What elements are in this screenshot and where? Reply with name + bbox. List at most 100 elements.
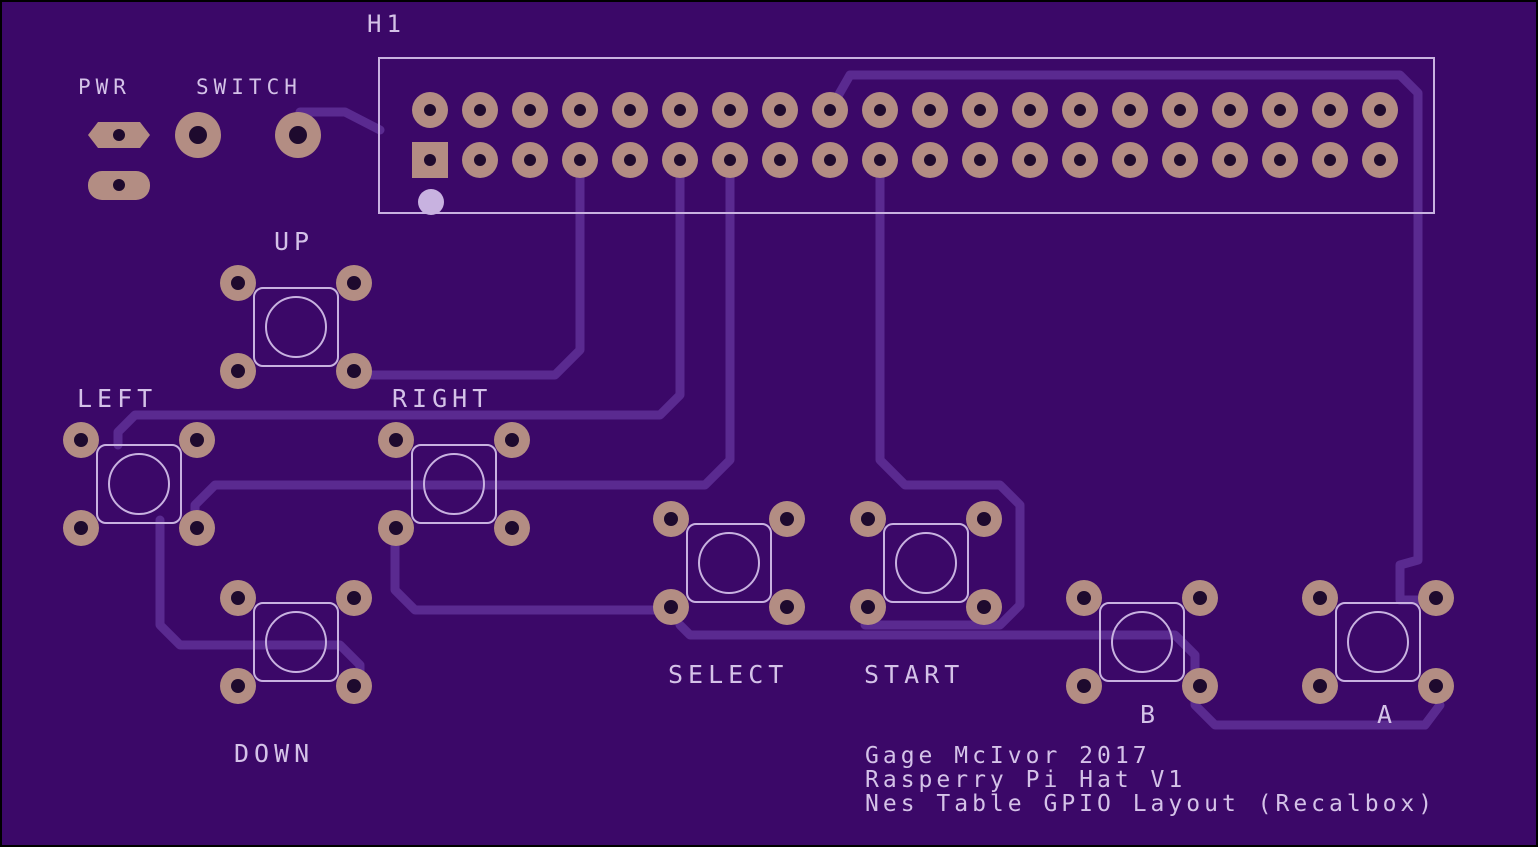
switch-drill-2 <box>289 126 307 144</box>
pwr-drill-1 <box>113 129 125 141</box>
credit-line-1: Gage McIvor 2017 <box>865 743 1151 769</box>
button-select-outline <box>686 523 772 603</box>
button-right-actuator <box>423 453 485 515</box>
button-right-drill <box>389 433 403 447</box>
trace-a <box>825 70 1440 605</box>
button-down-drill <box>231 679 245 693</box>
button-up-drill <box>347 364 361 378</box>
button-up-actuator <box>265 296 327 358</box>
button-b-drill <box>1193 679 1207 693</box>
button-select-drill <box>780 512 794 526</box>
button-down-drill <box>347 591 361 605</box>
button-up-drill <box>231 364 245 378</box>
button-select[interactable] <box>653 501 805 625</box>
button-left-drill <box>190 433 204 447</box>
button-down-outline <box>253 602 339 682</box>
button-start[interactable] <box>850 501 1002 625</box>
header-pin-drill <box>1224 154 1236 166</box>
button-down[interactable] <box>220 580 372 704</box>
label-b: B <box>1140 700 1160 729</box>
button-up-drill <box>347 276 361 290</box>
header-pin-drill <box>624 154 636 166</box>
button-up-outline <box>253 287 339 367</box>
header-pin-drill <box>1124 154 1136 166</box>
button-right[interactable] <box>378 422 530 546</box>
header-pin-drill <box>474 104 486 116</box>
header-pin-drill <box>874 154 886 166</box>
header-designator: H1 <box>367 10 406 38</box>
button-down-drill <box>231 591 245 605</box>
header-pin-drill <box>774 104 786 116</box>
button-start-drill <box>977 512 991 526</box>
copper-traces <box>113 70 1445 730</box>
header-pin-drill <box>624 104 636 116</box>
header-pin-drill <box>774 154 786 166</box>
button-select-drill <box>664 600 678 614</box>
credit-line-3: Nes Table GPIO Layout (Recalbox) <box>865 791 1436 817</box>
label-left: LEFT <box>77 384 157 413</box>
button-start-outline <box>883 523 969 603</box>
header-pin-drill <box>1174 154 1186 166</box>
button-a-actuator <box>1347 611 1409 673</box>
credit-line-2: Rasperry Pi Hat V1 <box>865 767 1186 793</box>
button-left[interactable] <box>63 422 215 546</box>
button-start-drill <box>977 600 991 614</box>
header-pins <box>412 92 1398 178</box>
switch-drill-1 <box>189 126 207 144</box>
button-b-outline <box>1099 602 1185 682</box>
button-a[interactable] <box>1302 580 1454 704</box>
button-up[interactable] <box>220 265 372 389</box>
button-a-drill <box>1429 679 1443 693</box>
button-b-drill <box>1077 591 1091 605</box>
header-pin-drill <box>1024 154 1036 166</box>
header-pin-drill <box>1274 154 1286 166</box>
button-left-drill <box>190 521 204 535</box>
trace-up <box>355 155 585 380</box>
button-down-actuator <box>265 611 327 673</box>
header-pin-drill <box>1224 104 1236 116</box>
header-pin-drill <box>424 104 436 116</box>
header-pin-drill <box>1124 104 1136 116</box>
header-pin-drill <box>724 154 736 166</box>
pwr-label: PWR <box>78 75 131 99</box>
trace-left <box>390 515 675 615</box>
button-b[interactable] <box>1066 580 1218 704</box>
button-right-drill <box>505 433 519 447</box>
header-pin-drill <box>924 104 936 116</box>
header-pin-drill <box>1374 104 1386 116</box>
button-b-drill <box>1193 591 1207 605</box>
button-select-drill <box>664 512 678 526</box>
button-left-actuator <box>108 453 170 515</box>
header-pin-drill <box>574 154 586 166</box>
header-pin-drill <box>674 154 686 166</box>
header-pin-drill <box>974 154 986 166</box>
button-right-drill <box>505 521 519 535</box>
switch-label: SWITCH <box>196 75 302 99</box>
trace-down <box>155 515 365 690</box>
button-right-outline <box>411 444 497 524</box>
header-pin-drill <box>1374 154 1386 166</box>
label-right: RIGHT <box>392 384 492 413</box>
header-pin-drill <box>1024 104 1036 116</box>
pwr-drill-2 <box>113 179 125 191</box>
header-pin-drill <box>524 104 536 116</box>
button-start-drill <box>861 512 875 526</box>
button-b-actuator <box>1111 611 1173 673</box>
label-start: START <box>864 660 964 689</box>
trace-right <box>113 155 685 450</box>
button-b-drill <box>1077 679 1091 693</box>
header-pin-drill <box>724 104 736 116</box>
button-a-drill <box>1429 591 1443 605</box>
button-start-actuator <box>895 532 957 594</box>
header-pin-drill <box>824 104 836 116</box>
power-connector <box>88 112 321 200</box>
header-pin-drill <box>674 104 686 116</box>
button-down-drill <box>347 679 361 693</box>
button-select-actuator <box>698 532 760 594</box>
header-pin-drill <box>524 154 536 166</box>
header-outline <box>378 57 1435 214</box>
button-a-drill <box>1313 679 1327 693</box>
header-pin-drill <box>874 104 886 116</box>
